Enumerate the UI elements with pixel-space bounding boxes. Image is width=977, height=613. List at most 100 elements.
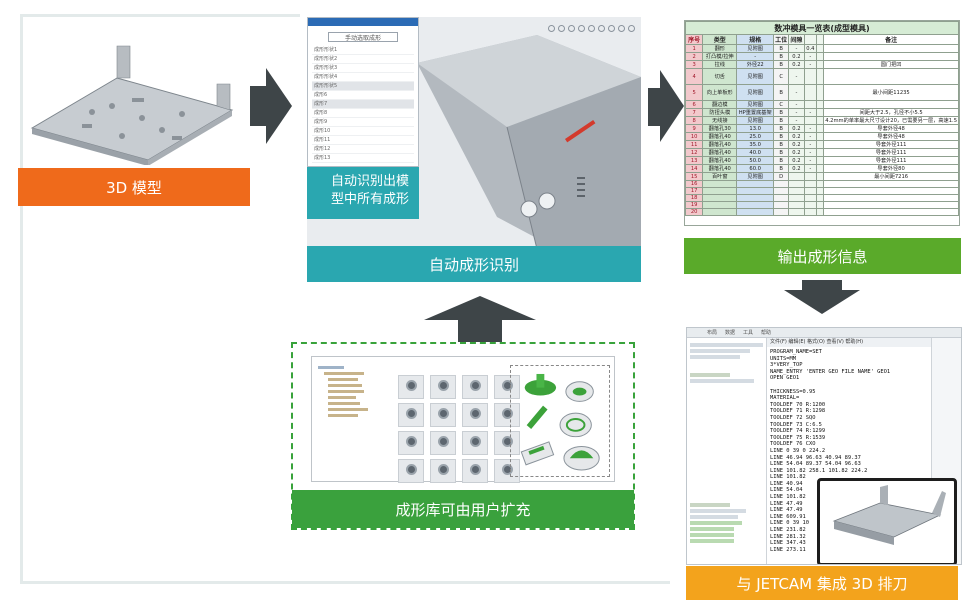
library-tool-thumbnail[interactable] [462,403,488,427]
editor-menu[interactable]: 文件(F) 编辑(E) 格式(O) 查看(V) 帮助(H) [767,338,931,347]
forming-list-item[interactable]: 成形形状5 [312,82,414,91]
table-cell [823,208,959,216]
table-cell: B [773,116,790,125]
ribbon-tab[interactable]: 布局 [707,330,718,336]
ribbon-tab[interactable]: 帮助 [761,330,772,336]
table-cell: - [803,132,818,141]
table-cell: 导套外径48 [823,132,959,141]
table-cell [736,180,775,188]
jetcam-label: 与 JETCAM 集成 3D 排刀 [686,566,958,600]
library-screenshot [311,356,615,483]
manual-select-button[interactable]: 手动选取成形 [328,32,398,42]
forming-list-item[interactable]: 成形形状2 [312,55,414,64]
forming-list-item[interactable]: 成形8 [312,109,414,118]
library-tool-thumbnail[interactable] [430,459,456,483]
panel-titlebar [308,18,418,26]
table-row: 20 [685,208,959,216]
forming-list-item[interactable]: 成形10 [312,127,414,136]
table-cell: 0.2 [788,132,805,141]
forming-shapes-preview [510,365,610,477]
library-tool-thumbnail[interactable] [462,375,488,399]
table-cell [788,180,805,188]
forming-list-item[interactable]: 成形6 [312,91,414,100]
tool-icon [502,464,513,475]
table-cell [803,116,818,125]
library-tool-thumbnail[interactable] [398,403,424,427]
library-tool-thumbnail[interactable] [494,375,520,399]
table-cell: - [803,140,818,149]
forming-list-item[interactable]: 成形形状1 [312,46,414,55]
code-line: THICKNESS=0.95 [770,388,816,395]
table-cell [788,194,805,202]
forming-list-item[interactable]: 成形13 [312,154,414,163]
table-cell [816,208,825,216]
forming-list-item[interactable]: 成形11 [312,136,414,145]
forming-library-box: 成形库可由用户扩充 [291,342,635,530]
table-header-cell: 工位 [773,34,790,45]
table-cell [823,44,959,53]
view-toolbar[interactable] [548,25,635,32]
forming-list-item[interactable]: 成形7 [312,100,414,109]
forming-list-item[interactable]: 成形12 [312,145,414,154]
table-cell [702,194,738,202]
library-tool-thumbnail[interactable] [462,431,488,455]
table-cell: 最小间距7216 [823,172,959,181]
jetcam-tree [687,338,767,564]
table-cell [816,44,825,53]
code-line: LINE 0 39 10 [770,520,809,527]
forming-list-item[interactable]: 成形形状3 [312,64,414,73]
library-tool-thumbnail[interactable] [430,375,456,399]
library-tool-thumbnail[interactable] [398,375,424,399]
table-cell [823,100,959,109]
table-cell: 百叶窗 [702,172,738,181]
library-tool-thumbnail[interactable] [398,431,424,455]
table-cell [816,84,825,101]
table-cell: 16 [685,180,704,188]
library-tool-thumbnail[interactable] [398,459,424,483]
table-cell [816,52,825,61]
library-tool-thumbnail[interactable] [430,403,456,427]
table-header-cell: 间隙 [788,34,805,45]
forming-list-item[interactable]: 成形9 [312,118,414,127]
code-line: LINE 47.49 [770,507,803,514]
table-cell [803,68,818,85]
tool-icon [438,408,449,419]
frame-bottom [20,581,670,584]
tool-icon [470,464,481,475]
table-cell: 0.2 [788,148,805,157]
table-cell [816,187,825,195]
table-cell [788,172,805,181]
library-tool-thumbnail[interactable] [494,431,520,455]
table-cell: 拉线 [702,60,738,69]
table-cell [773,201,790,209]
code-line: LINE 101.82 [770,494,806,501]
table-cell: 最小间距11235 [823,84,959,101]
library-tool-thumbnail[interactable] [494,403,520,427]
tool-icon [470,436,481,447]
table-cell: D [773,172,790,181]
ribbon-tab[interactable]: 数据 [725,330,736,336]
table-cell: - [788,68,805,85]
recognition-callout: 自动识别出模 型中所有成形 [307,167,419,219]
table-cell [816,156,825,165]
table-cell: 17 [685,187,704,195]
table-cell [816,68,825,85]
table-cell [823,187,959,195]
code-line: TOOLDEF 71 R:1298 [770,408,826,415]
library-tool-thumbnail[interactable] [494,459,520,483]
3d-preview-window [817,478,957,564]
library-tool-thumbnail[interactable] [462,459,488,483]
code-line: LINE 231.82 [770,527,806,534]
forming-list-item[interactable]: 成形形状4 [312,73,414,82]
ribbon-tab[interactable]: 工具 [743,330,754,336]
table-cell: - [788,116,805,125]
table-cell: 外径22 [736,60,775,69]
code-line: PROGRAM_NAME=SET [770,349,822,355]
library-tool-thumbnail[interactable] [430,431,456,455]
recognition-screenshot: 手动选取成形 成形形状1 成形形状2 成形形状3 成形形状4 成形形状5 成形6… [307,17,641,249]
